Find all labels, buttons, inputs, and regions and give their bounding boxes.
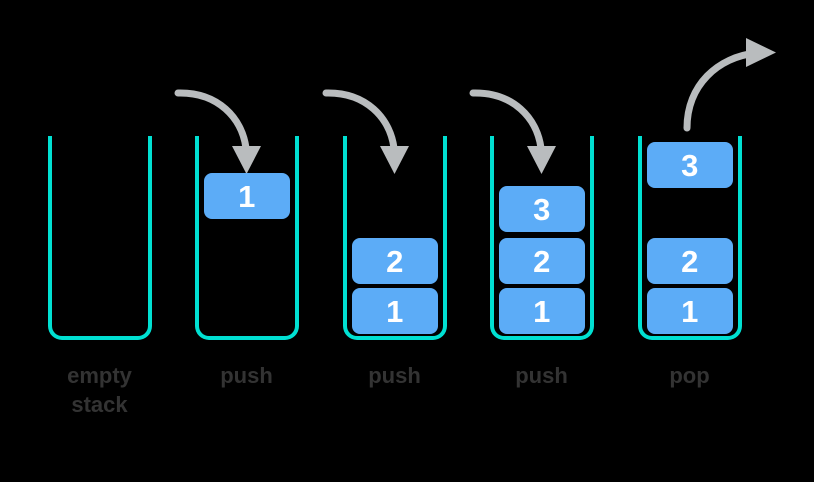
- stack-caption: pop: [669, 363, 710, 388]
- stack-block-value: 3: [533, 191, 551, 227]
- stack-block: 1: [499, 288, 585, 334]
- stack-caption: empty stack: [67, 363, 132, 417]
- stack-container: [343, 136, 447, 340]
- stack-column-push-2: 2 1 push: [321, 0, 468, 482]
- stack-block-value: 1: [386, 293, 404, 329]
- stack-block: 1: [352, 288, 438, 334]
- stack-block: 1: [647, 288, 733, 334]
- stack-container: [48, 136, 152, 340]
- stack-block-value: 3: [681, 147, 699, 183]
- stack-container: [638, 136, 742, 340]
- stack-block-value: 1: [533, 293, 551, 329]
- stack-caption: push: [515, 363, 568, 388]
- stack-block: 1: [204, 173, 290, 219]
- stack-column-pop-3: 3 2 1 pop: [616, 0, 763, 482]
- stack-block-value: 1: [681, 293, 699, 329]
- stack-block-value: 2: [386, 243, 404, 279]
- stack-block: 2: [647, 238, 733, 284]
- stack-block: 2: [352, 238, 438, 284]
- stack-container: [490, 136, 594, 340]
- stack-caption: push: [220, 363, 273, 388]
- stack-block-value: 2: [681, 243, 699, 279]
- stack-caption: push: [368, 363, 421, 388]
- stack-block-value: 1: [238, 178, 256, 214]
- stack-column-empty-stack: empty stack: [26, 0, 173, 482]
- stack-block-value: 2: [533, 243, 551, 279]
- stack-block: 2: [499, 238, 585, 284]
- stack-column-push-3: 3 2 1 push: [468, 0, 615, 482]
- stack-block: 3: [499, 186, 585, 232]
- stack-container: [195, 136, 299, 340]
- stack-block-popped: 3: [647, 142, 733, 188]
- stack-column-push-1: 1 push: [173, 0, 320, 482]
